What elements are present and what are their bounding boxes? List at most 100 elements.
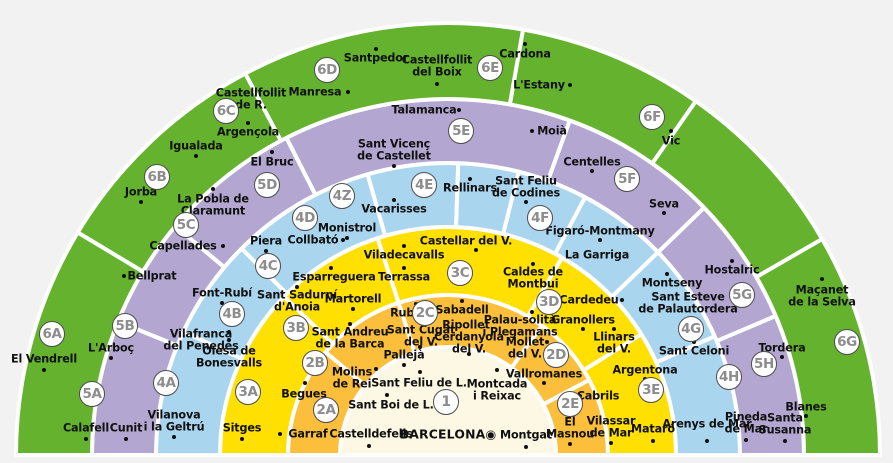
zone-badge-2c[interactable]: 2C xyxy=(412,300,438,326)
city-dot-icon xyxy=(264,249,268,253)
zone-badge-5e[interactable]: 5E xyxy=(448,118,474,144)
city-label: El Vendrell xyxy=(10,352,78,366)
city-dot-icon xyxy=(374,367,378,371)
city-label: Sant Vicenç de Castellet xyxy=(357,137,431,162)
city-dot-icon xyxy=(530,310,534,314)
city-label: Pallejà xyxy=(383,348,425,362)
city-label: Igualada xyxy=(169,139,223,153)
zone-badge-5c[interactable]: 5C xyxy=(173,212,199,238)
zone-badge-2a[interactable]: 2A xyxy=(313,397,339,423)
zone-badge-5g[interactable]: 5G xyxy=(729,282,755,308)
city-dot-icon xyxy=(227,330,231,334)
city-dot-icon xyxy=(221,244,225,248)
city-dot-icon xyxy=(705,439,709,443)
city-dot-icon xyxy=(346,90,350,94)
city-dot-icon xyxy=(295,285,299,289)
zone-badge-2d[interactable]: 2D xyxy=(543,342,569,368)
city-dot-icon xyxy=(530,129,534,133)
city-label: Mataró xyxy=(631,422,675,436)
city-dot-icon xyxy=(139,200,143,204)
zone-badge-4g[interactable]: 4G xyxy=(678,316,704,342)
zone-badge-1[interactable]: 1 xyxy=(433,389,459,415)
city-label: Sant Boi de L. xyxy=(348,398,434,412)
city-dot-icon xyxy=(435,82,439,86)
city-dot-icon xyxy=(270,150,274,154)
city-dot-icon xyxy=(402,266,406,270)
zone-badge-6b[interactable]: 6B xyxy=(144,164,170,190)
city-label: Argentona xyxy=(612,363,678,377)
zone-badge-6a[interactable]: 6A xyxy=(39,321,65,347)
city-label: Monistrol xyxy=(317,221,377,235)
zone-badge-4e[interactable]: 4E xyxy=(411,172,437,198)
zone-badge-4f[interactable]: 4F xyxy=(527,205,553,231)
city-label: Montcada i Reixac xyxy=(466,377,528,402)
city-label: Sant Cugat del V. xyxy=(386,323,456,348)
zone-badge-5h[interactable]: 5H xyxy=(751,351,777,377)
city-label: Talamanca xyxy=(391,103,457,117)
city-dot-icon xyxy=(227,338,231,342)
zone-badge-5a[interactable]: 5A xyxy=(79,381,105,407)
zone-badge-3c[interactable]: 3C xyxy=(447,260,473,286)
zone-badge-4d[interactable]: 4D xyxy=(292,205,318,231)
city-dot-icon xyxy=(211,187,215,191)
city-label: Ripollet xyxy=(442,318,490,332)
city-dot-icon xyxy=(418,370,422,374)
city-label: L'Estany xyxy=(513,78,565,92)
city-label: Montgat xyxy=(500,428,552,442)
city-label: L'Arboç xyxy=(87,341,135,355)
zone-badge-4a[interactable]: 4A xyxy=(153,370,179,396)
zone-badge-3b[interactable]: 3B xyxy=(283,315,309,341)
city-label: Garraf xyxy=(288,427,328,441)
city-label: Viladecavalls xyxy=(363,248,445,262)
city-dot-icon xyxy=(568,442,572,446)
city-label: Castelldefells xyxy=(329,427,413,441)
city-dot-icon xyxy=(367,444,371,448)
zone-badge-4h[interactable]: 4H xyxy=(716,364,742,390)
city-label: Manresa xyxy=(288,85,342,99)
city-dot-icon xyxy=(783,439,787,443)
city-label: Santpedor xyxy=(343,51,409,65)
city-dot-icon xyxy=(524,445,528,449)
city-dot-icon xyxy=(804,414,808,418)
city-label: Molins de Rei xyxy=(331,365,373,390)
city-label: Vallromanes xyxy=(505,367,583,381)
city-dot-icon xyxy=(109,356,113,360)
city-label: Moià xyxy=(537,124,567,138)
zone-badge-6c[interactable]: 6C xyxy=(213,98,239,124)
city-dot-icon xyxy=(568,83,572,87)
zone-badge-3e[interactable]: 3E xyxy=(638,377,664,403)
city-label: Maçanet de la Selva xyxy=(788,283,856,308)
city-label: Hostalric xyxy=(704,263,760,277)
city-label: Granollers xyxy=(551,313,615,327)
city-dot-icon xyxy=(329,266,333,270)
zone-badge-6g[interactable]: 6G xyxy=(834,329,860,355)
zone-badge-5d[interactable]: 5D xyxy=(254,172,280,198)
city-dot-icon xyxy=(194,154,198,158)
zone-badge-2e[interactable]: 2E xyxy=(557,391,583,417)
zone-badge-2b[interactable]: 2B xyxy=(302,350,328,376)
city-dot-icon xyxy=(220,301,224,305)
city-dot-icon xyxy=(303,381,307,385)
city-dot-icon xyxy=(820,277,824,281)
zone-badge-3a[interactable]: 3A xyxy=(235,379,261,405)
city-dot-icon xyxy=(662,211,666,215)
city-label: Bellprat xyxy=(127,269,177,283)
zone-badge-6d[interactable]: 6D xyxy=(314,57,340,83)
city-dot-icon xyxy=(495,368,499,372)
city-label: Vilassar de Mar xyxy=(586,414,636,439)
zone-badge-4c[interactable]: 4C xyxy=(255,253,281,279)
city-label: Martorell xyxy=(324,292,382,306)
zone-badge-4z[interactable]: 4Z xyxy=(329,183,355,209)
zone-badge-4b[interactable]: 4B xyxy=(219,301,245,327)
zone-badge-5b[interactable]: 5B xyxy=(112,313,138,339)
city-label: Cardona xyxy=(499,47,551,61)
zone-badge-3d[interactable]: 3D xyxy=(536,289,562,315)
zone-badge-5f[interactable]: 5F xyxy=(614,166,640,192)
zone-badge-6f[interactable]: 6F xyxy=(639,104,665,130)
city-label: Castellfollit del Boix xyxy=(401,53,473,78)
zone-badge-6e[interactable]: 6E xyxy=(477,55,503,81)
city-dot-icon xyxy=(545,340,549,344)
city-dot-icon xyxy=(467,352,471,356)
city-dot-icon xyxy=(524,200,528,204)
city-label: Figaró-Montmany xyxy=(545,224,655,238)
